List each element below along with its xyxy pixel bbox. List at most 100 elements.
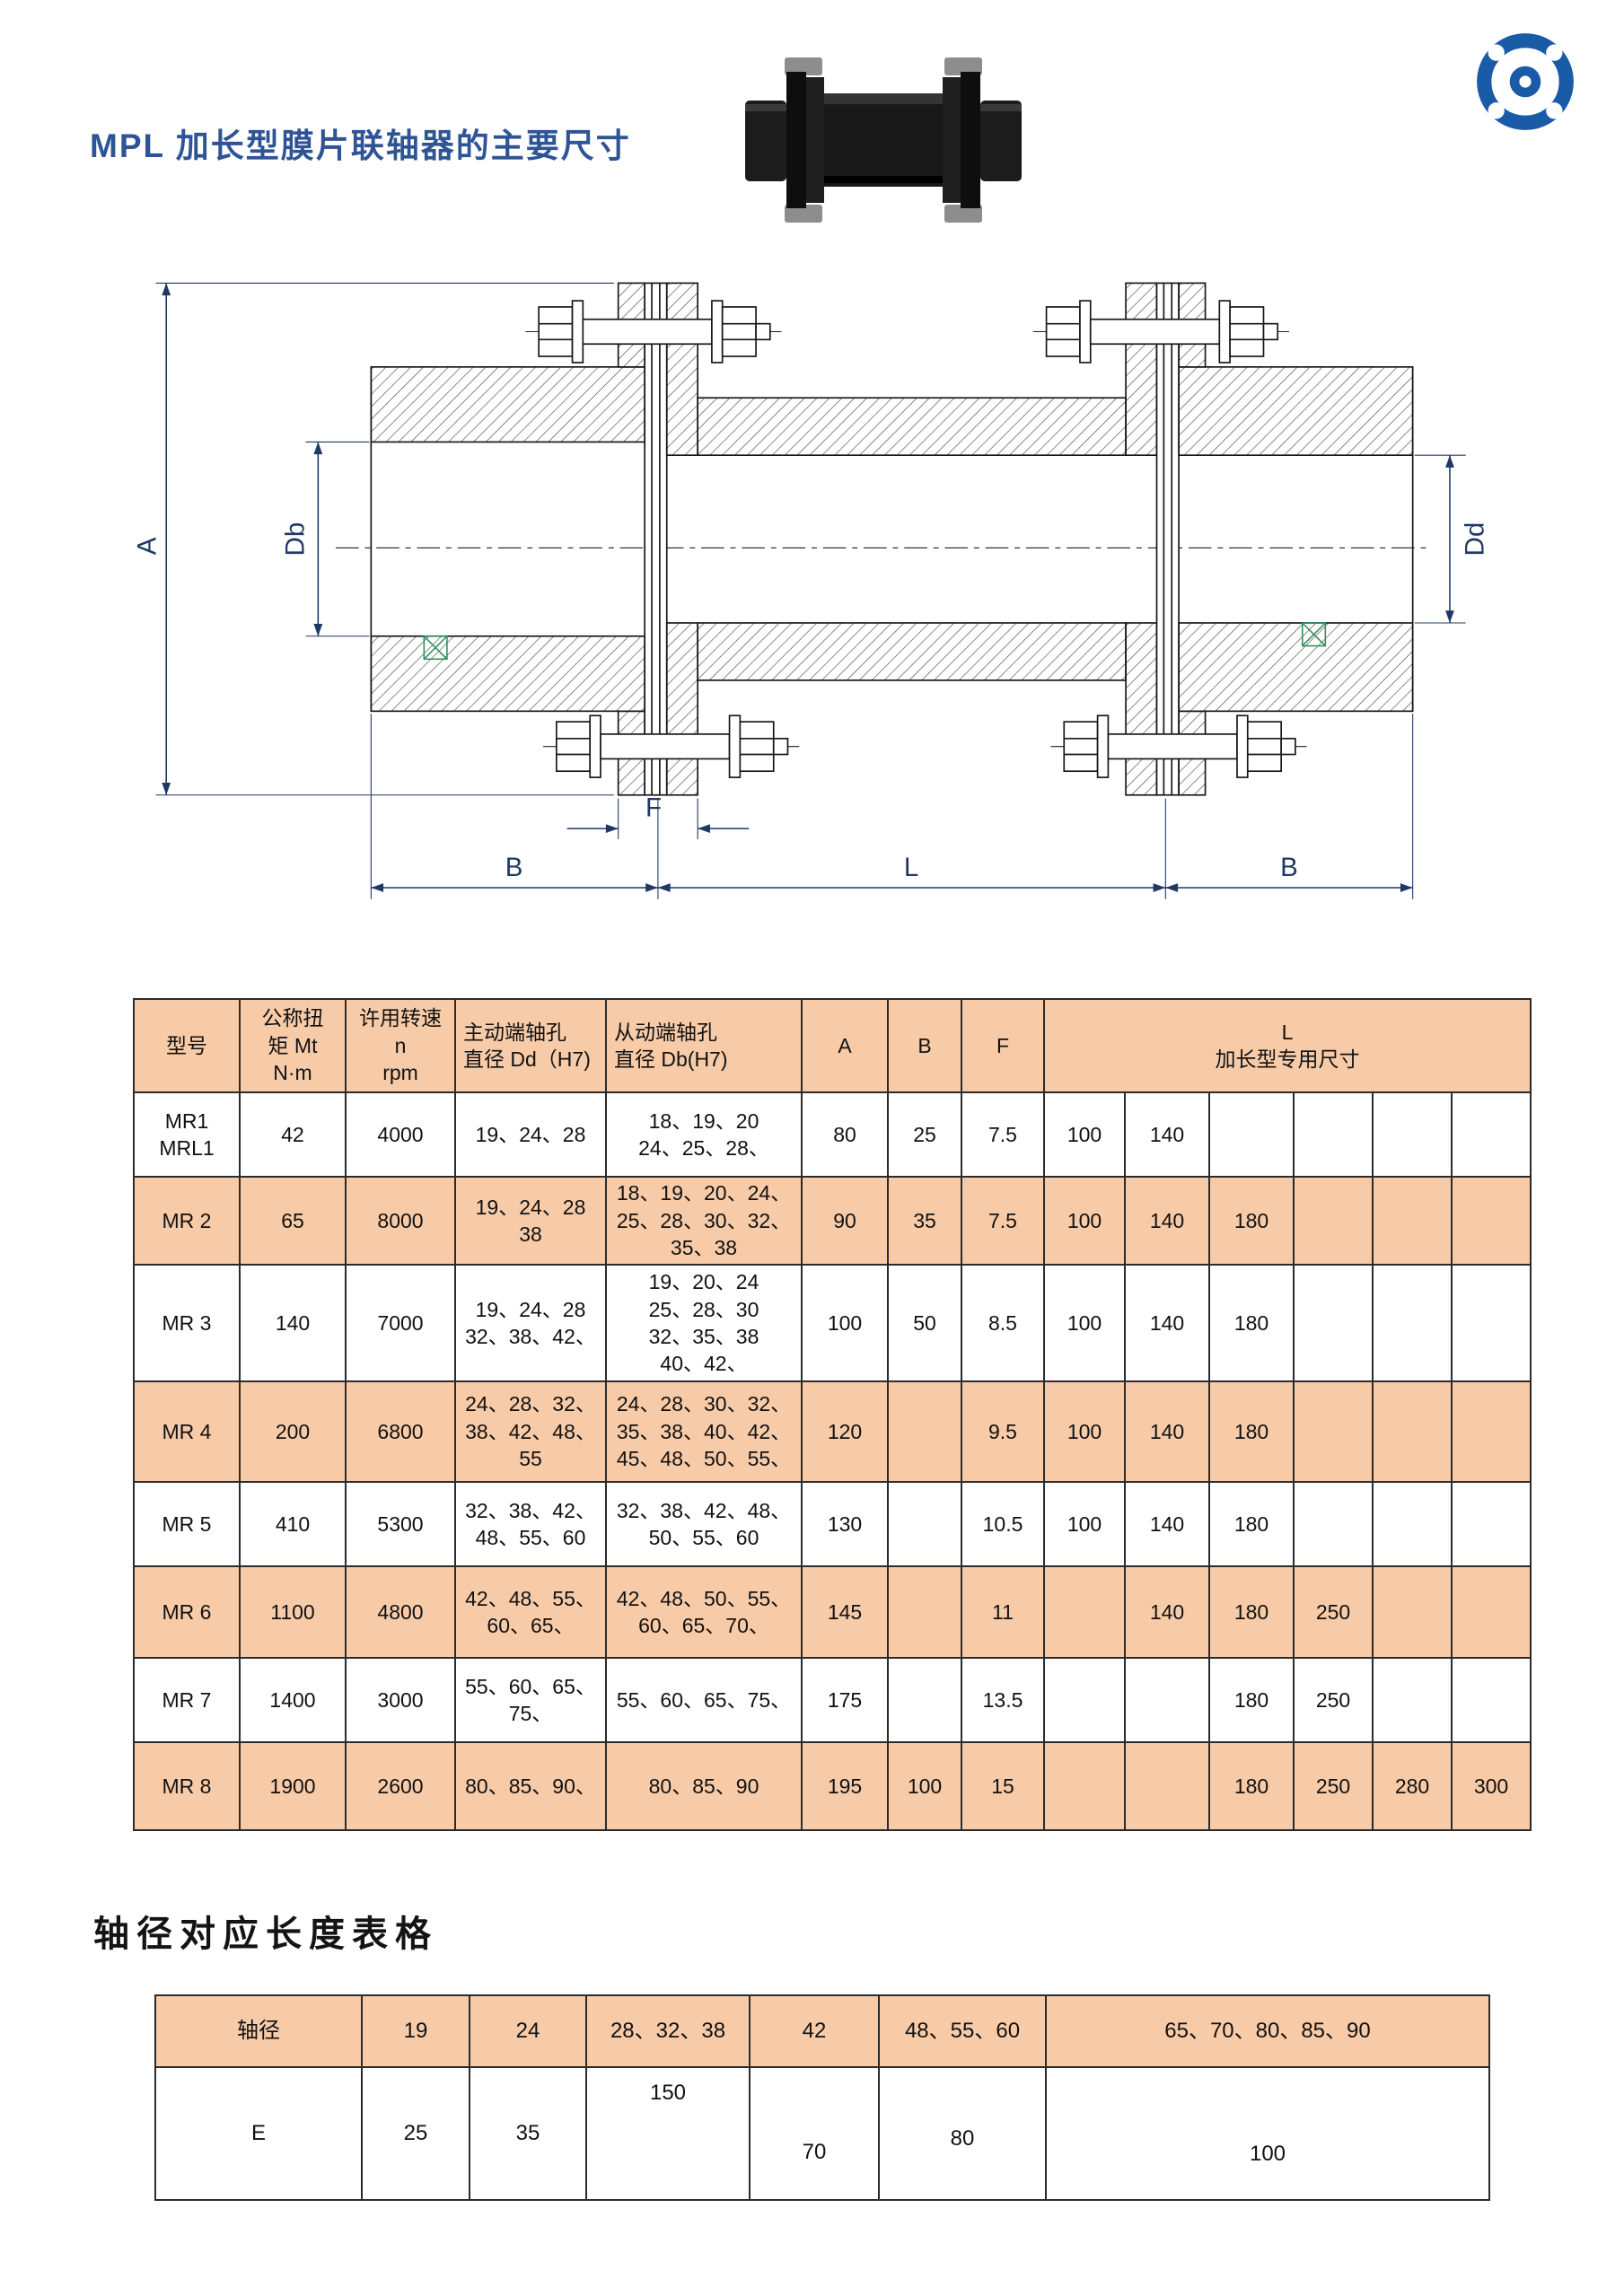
product-photo [725, 34, 1041, 246]
table-cell: 11 [961, 1565, 1045, 1659]
table-cell: 25 [361, 2066, 470, 2201]
table-cell: 100 [1043, 1380, 1126, 1483]
table-cell: 28、32、38 [585, 1994, 751, 2068]
table-cell: 180 [1208, 1741, 1295, 1831]
table-cell: 195 [801, 1741, 889, 1831]
table-cell: MR 2 [133, 1176, 241, 1266]
table-cell: 140 [1124, 1176, 1210, 1266]
table-cell: MR 6 [133, 1565, 241, 1659]
col-header-f: F [961, 998, 1045, 1093]
table-cell: 100 [801, 1264, 889, 1382]
table-cell: 9.5 [961, 1380, 1045, 1483]
table-cell: 80 [801, 1091, 889, 1178]
table-cell: 100 [1043, 1091, 1126, 1178]
table-cell: 19、20、24 25、28、30 32、35、38 40、42、 [605, 1264, 803, 1382]
dimension-labels: A Db Dd F B L B [132, 522, 1489, 882]
table-cell: 410 [239, 1481, 347, 1567]
table-cell: 100 [1043, 1481, 1126, 1567]
table-cell: 65、70、80、85、90 [1045, 1994, 1490, 2068]
table-cell: 175 [801, 1657, 889, 1743]
table-cell: 90 [801, 1176, 889, 1266]
table-cell: 150 [585, 2066, 751, 2201]
table-cell: MR 7 [133, 1657, 241, 1743]
table-cell: 轴径 [154, 1994, 363, 2068]
col-header-a: A [801, 998, 889, 1093]
table-cell [1293, 1380, 1374, 1483]
table-cell [1293, 1481, 1374, 1567]
table-cell [1372, 1091, 1453, 1178]
col-header-speed: 许用转速 n rpm [345, 998, 456, 1093]
dimension-table: 型号 公称扭 矩 Mt N·m 许用转速 n rpm 主动端轴孔 直径 Dd（H… [133, 998, 1532, 1831]
table-cell: 70 [749, 2066, 880, 2201]
product-photo-image [725, 34, 1041, 246]
table-cell: 7.5 [961, 1091, 1045, 1178]
table-cell: 8000 [345, 1176, 456, 1266]
table-cell: 100 [887, 1741, 962, 1831]
page-title: MPL 加长型膜片联轴器的主要尺寸 [90, 127, 631, 164]
dimension-lines [155, 282, 1466, 899]
table-cell: 5300 [345, 1481, 456, 1567]
table-cell: MR1 MRL1 [133, 1091, 241, 1178]
table-cell: 42 [749, 1994, 880, 2068]
dim-label-dd: Dd [1460, 522, 1489, 556]
table-cell [1451, 1380, 1532, 1483]
table-cell: 145 [801, 1565, 889, 1659]
table-cell [1043, 1741, 1126, 1831]
table-cell [1372, 1481, 1453, 1567]
table-cell [1372, 1264, 1453, 1382]
table-cell: 4000 [345, 1091, 456, 1178]
table-cell [1372, 1565, 1453, 1659]
table-cell [1372, 1380, 1453, 1483]
table-cell: 130 [801, 1481, 889, 1567]
table-cell: 180 [1208, 1481, 1295, 1567]
table-cell: 15 [961, 1741, 1045, 1831]
table-cell: 19、24、28 [454, 1091, 607, 1178]
table-cell: 1400 [239, 1657, 347, 1743]
table-cell [1293, 1091, 1374, 1178]
col-header-drive-bore: 主动端轴孔 直径 Dd（H7) [454, 998, 607, 1093]
table-cell: 180 [1208, 1380, 1295, 1483]
table-cell: 140 [239, 1264, 347, 1382]
table-cell: MR 4 [133, 1380, 241, 1483]
table-cell: MR 3 [133, 1264, 241, 1382]
table-cell [887, 1565, 962, 1659]
table-cell [1451, 1565, 1532, 1659]
table-cell: 180 [1208, 1565, 1295, 1659]
table-cell: 180 [1208, 1176, 1295, 1266]
table-cell: MR 8 [133, 1741, 241, 1831]
table-cell: 250 [1293, 1565, 1374, 1659]
table-cell: 250 [1293, 1741, 1374, 1831]
table-cell: 100 [1043, 1264, 1126, 1382]
table-cell: 2600 [345, 1741, 456, 1831]
table-cell [1451, 1176, 1532, 1266]
table-cell: 7.5 [961, 1176, 1045, 1266]
table-cell [887, 1380, 962, 1483]
table-cell: E [154, 2066, 363, 2201]
set-screws [423, 622, 1327, 661]
table-cell: 140 [1124, 1091, 1210, 1178]
table-cell: 250 [1293, 1657, 1374, 1743]
dim-label-b-left: B [505, 853, 523, 882]
table-cell: 280 [1372, 1741, 1453, 1831]
logo-icon [1477, 33, 1574, 130]
table-cell [1372, 1657, 1453, 1743]
table-cell: 32、38、42、 48、55、60 [454, 1481, 607, 1567]
table-cell: 140 [1124, 1565, 1210, 1659]
table-cell [1451, 1264, 1532, 1382]
dim-label-a: A [132, 537, 162, 555]
table-cell: 42 [239, 1091, 347, 1178]
table-cell: 13.5 [961, 1657, 1045, 1743]
col-header-model: 型号 [133, 998, 241, 1093]
table-cell [1124, 1657, 1210, 1743]
table-cell [1451, 1481, 1532, 1567]
table-cell [887, 1481, 962, 1567]
table-cell: 25 [887, 1091, 962, 1178]
table-cell: 7000 [345, 1264, 456, 1382]
